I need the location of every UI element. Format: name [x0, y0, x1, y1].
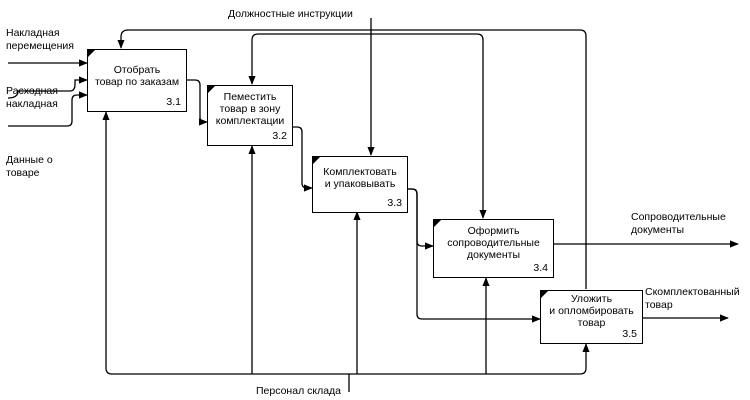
block-title: Отобрать товар по заказам: [94, 64, 180, 88]
arrow-control-to-3-2: [251, 33, 487, 219]
block-number: 3.2: [272, 130, 287, 142]
label-input-goods-data: Данные о товаре: [6, 154, 53, 179]
arrow-input-goods-data: [8, 91, 88, 127]
activity-block-3-5: Уложить и опломбировать товар 3.5: [540, 290, 643, 344]
arrow-3-3-to-3-5: [408, 188, 541, 323]
activity-block-3-1: Отобрать товар по заказам 3.1: [87, 49, 187, 112]
block-number: 3.1: [166, 96, 181, 108]
activity-block-3-3: Комплектовать и упаковывать 3.3: [312, 156, 408, 213]
block-corner-marker: [434, 220, 441, 227]
arrow-3-1-to-3-2: [187, 79, 208, 126]
block-number: 3.5: [622, 328, 637, 340]
arrow-3-2-to-3-3: [292, 126, 313, 192]
label-mechanism-warehouse-staff: Персонал склада: [256, 385, 342, 397]
label-input-expense-invoice: Расходная накладная: [6, 85, 58, 110]
label-output-completed-goods: Скомплектованный товар: [645, 286, 740, 311]
label-control-job-instructions: Должностные инструкции: [228, 8, 353, 20]
block-corner-marker: [208, 86, 215, 93]
block-title: Оформить сопроводительные документы: [447, 225, 540, 261]
arrow-mechanism-to-3-1: [102, 111, 113, 375]
block-number: 3.4: [533, 262, 548, 274]
block-corner-marker: [541, 291, 548, 298]
arrow-mechanism-bus: [112, 367, 587, 375]
block-title: Пеместить товар в зону комплектации: [215, 91, 285, 127]
block-number: 3.3: [387, 197, 402, 209]
activity-block-3-4: Оформить сопроводительные документы 3.4: [433, 219, 554, 278]
arrow-3-3-to-3-4: [408, 188, 434, 250]
arrow-input-expense-invoice: [7, 76, 88, 99]
block-corner-marker: [313, 157, 320, 164]
label-output-accompanying-docs: Сопроводительные документы: [631, 211, 726, 236]
block-corner-marker: [88, 50, 95, 57]
block-title: Комплектовать и упаковывать: [323, 166, 397, 190]
block-title: Уложить и опломбировать товар: [549, 293, 634, 329]
label-input-waybill-transfer: Накладная перемещения: [6, 27, 74, 52]
activity-block-3-2: Пеместить товар в зону комплектации 3.2: [207, 85, 293, 146]
arrow-control-to-3-1: [117, 29, 587, 289]
